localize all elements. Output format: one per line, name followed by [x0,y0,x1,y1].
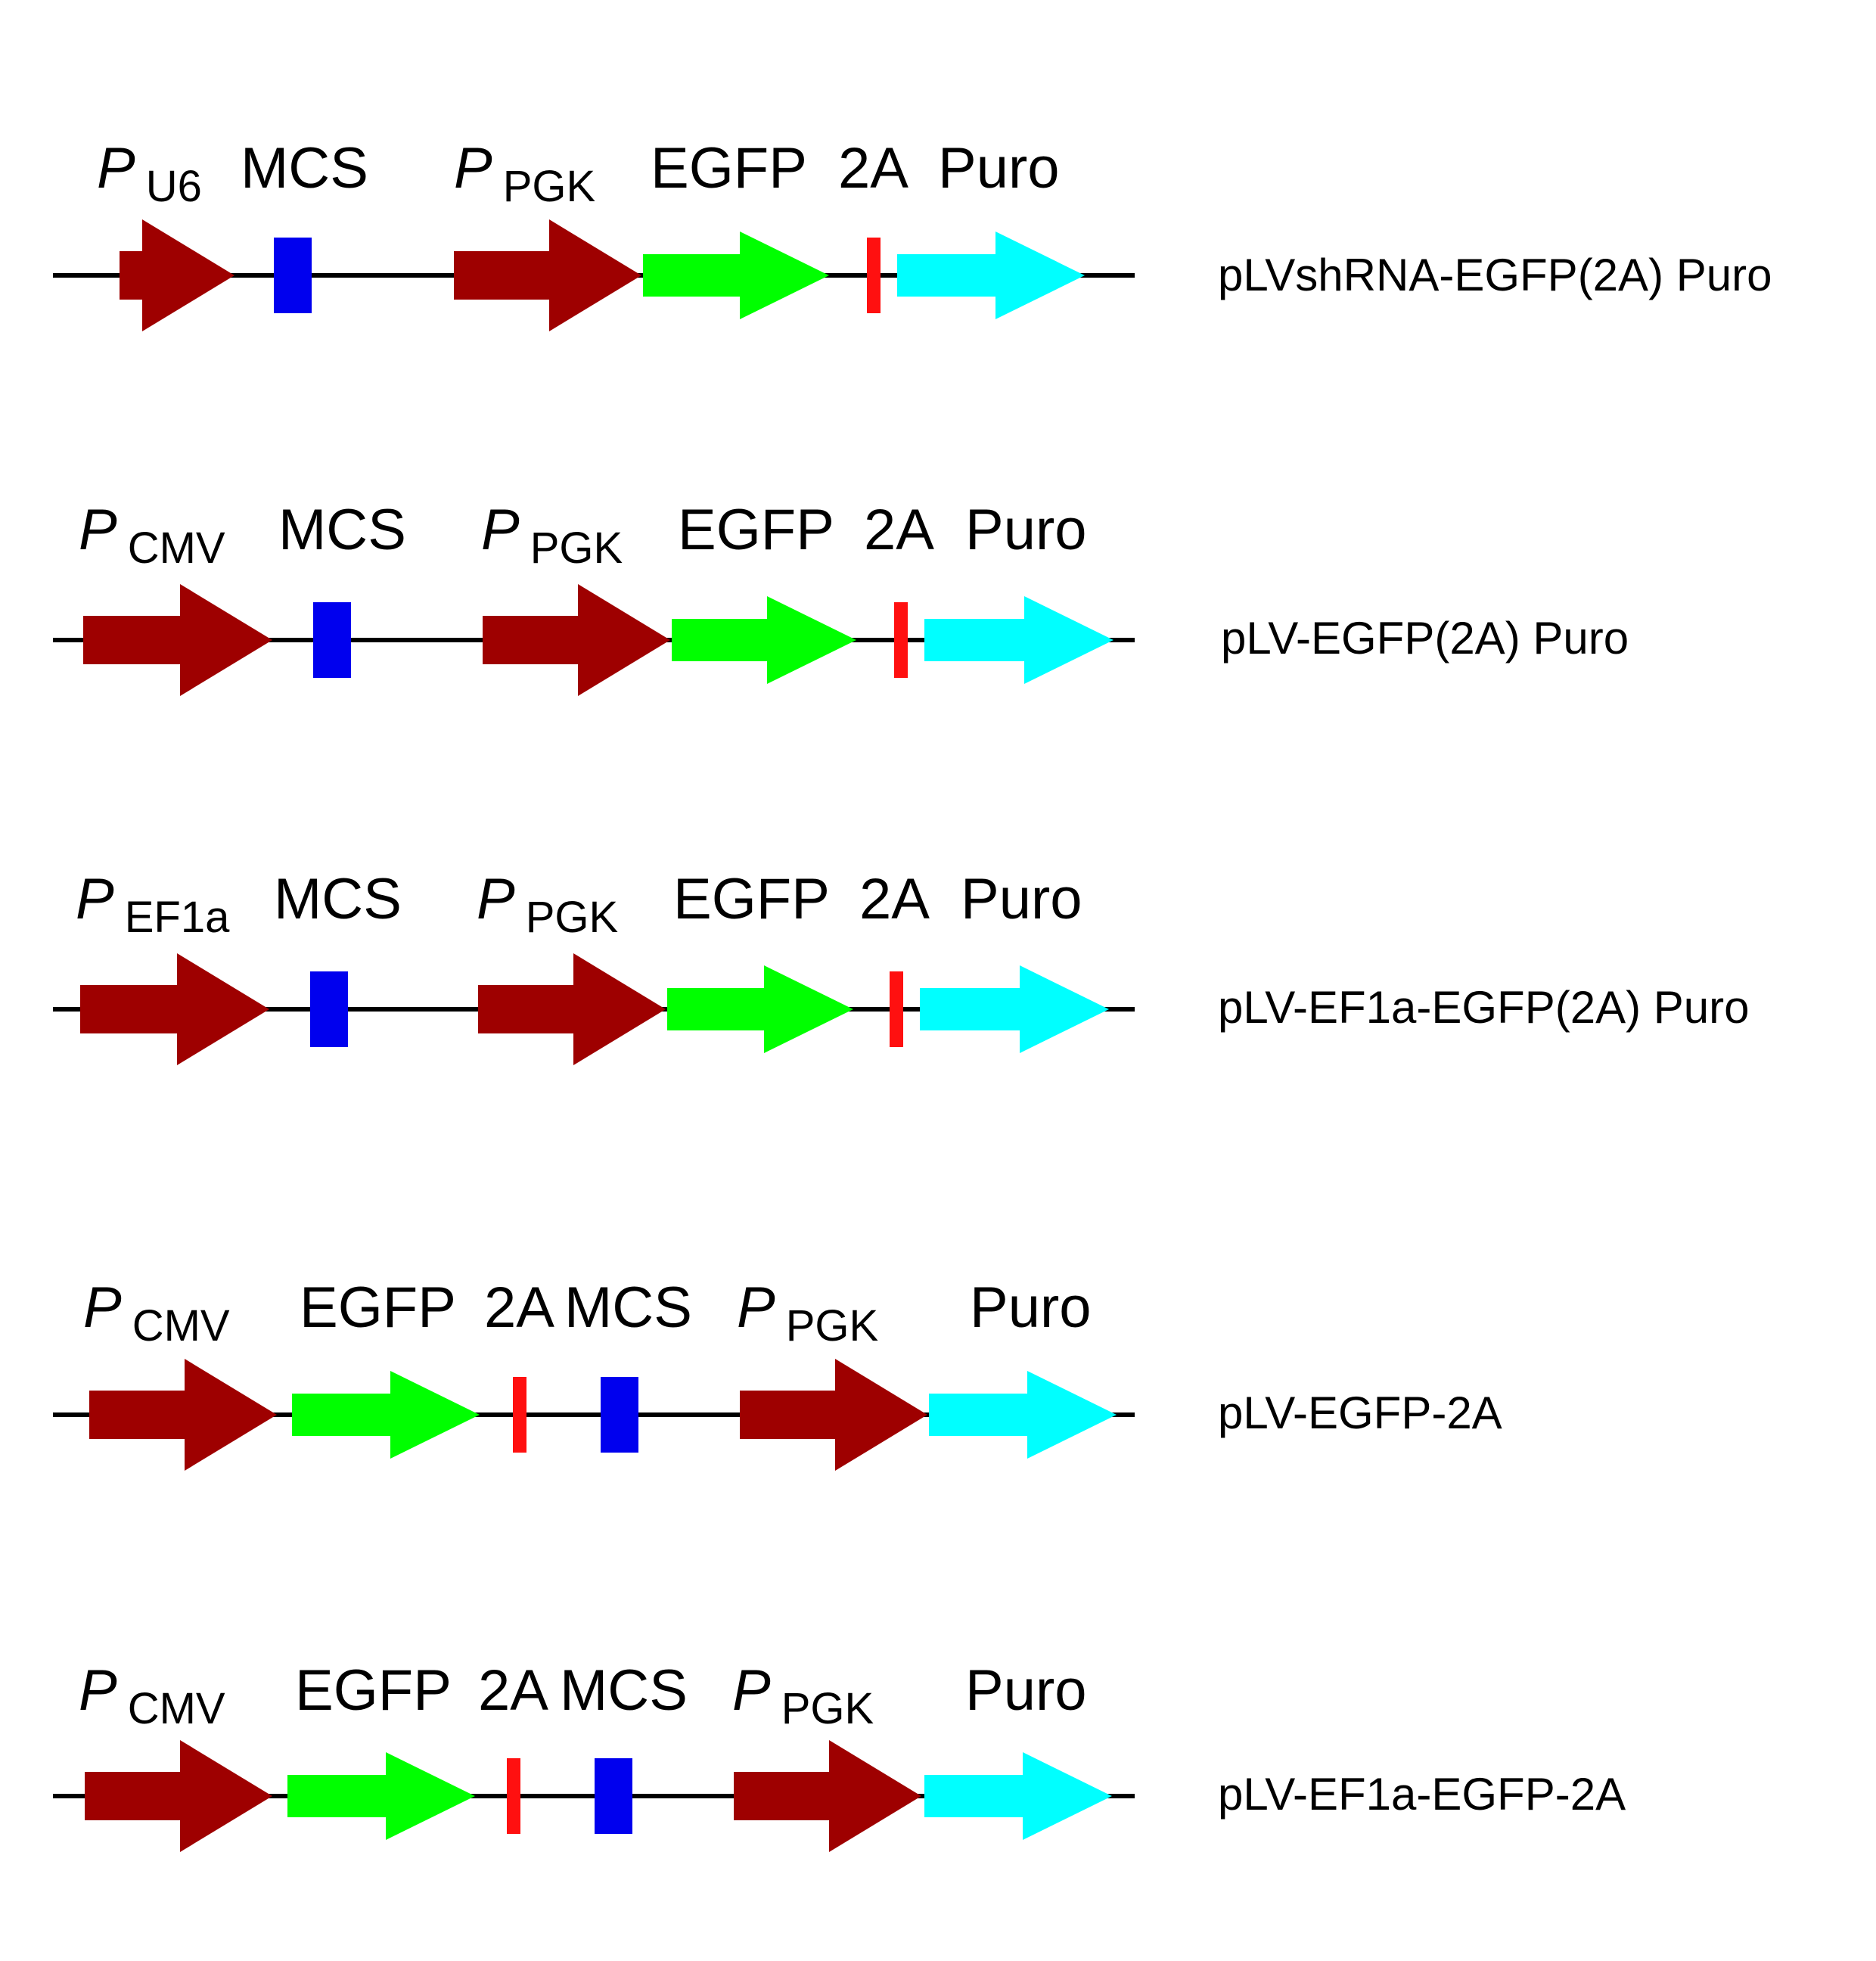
two-a-marker [890,971,903,1047]
puro-arrow [924,1752,1112,1840]
feature-label: 2A [484,1276,554,1340]
promoter-prefix: P [732,1658,771,1723]
egfp-arrow [672,596,856,684]
mcs-box [274,238,312,313]
promoter-subscript: PGK [781,1684,874,1733]
feature-label: Puro [965,1658,1087,1723]
construct-name: pLV-EGFP(2A) Puro [1221,613,1629,664]
feature-label: EGFP [678,498,834,562]
promoter-subscript: CMV [128,1684,225,1733]
promoter-arrow [120,219,234,331]
promoter-subscript: CMV [132,1301,230,1350]
two-a-marker [513,1377,526,1453]
feature-label: EGFP [295,1658,452,1723]
promoter-arrow [478,953,666,1065]
promoter-arrow [83,584,272,696]
puro-arrow [929,1371,1117,1459]
feature-label: Puro [970,1276,1092,1340]
feature-label: Puro [938,136,1060,200]
two-a-marker [867,238,881,313]
promoter-arrow [483,584,670,696]
promoter-prefix: P [97,136,135,200]
promoter-prefix: P [83,1276,122,1340]
promoter-subscript: CMV [128,524,225,573]
promoter-arrow [454,219,641,331]
promoter-arrow [734,1740,921,1852]
promoter-arrow [89,1359,277,1471]
mcs-box [595,1758,632,1834]
promoter-prefix: P [737,1276,775,1340]
two-a-marker [507,1758,520,1834]
promoter-prefix: P [481,498,520,562]
promoter-prefix: P [79,498,117,562]
promoter-subscript: EF1a [125,893,230,942]
construct-name: pLV-EF1a-EGFP(2A) Puro [1218,982,1749,1033]
egfp-arrow [643,232,829,319]
promoter-arrow [740,1359,927,1471]
feature-label: Puro [965,498,1087,562]
promoter-prefix: P [477,867,515,931]
feature-label: 2A [478,1658,548,1723]
construct-name: pLV-EF1a-EGFP-2A [1218,1769,1626,1820]
feature-label: MCS [564,1276,692,1340]
feature-label: 2A [864,498,934,562]
construct-name: pLV-EGFP-2A [1218,1388,1502,1438]
promoter-prefix: P [76,867,114,931]
promoter-prefix: P [454,136,492,200]
promoter-subscript: PGK [503,162,596,211]
feature-label: EGFP [673,867,830,931]
puro-arrow [897,232,1085,319]
promoter-arrow [85,1740,272,1852]
feature-label: MCS [560,1658,688,1723]
construct-name: pLVshRNA-EGFP(2A) Puro [1218,250,1772,300]
feature-label: Puro [961,867,1082,931]
promoter-arrow [80,953,269,1065]
feature-label: MCS [241,136,368,200]
two-a-marker [894,602,908,678]
feature-label: EGFP [300,1276,456,1340]
feature-label: 2A [859,867,930,931]
egfp-arrow [292,1371,480,1459]
mcs-box [310,971,348,1047]
puro-arrow [920,965,1109,1053]
mcs-box [601,1377,638,1453]
feature-label: MCS [278,498,406,562]
puro-arrow [924,596,1113,684]
promoter-prefix: P [79,1658,117,1723]
feature-label: 2A [838,136,908,200]
feature-label: MCS [274,867,402,931]
promoter-subscript: U6 [146,162,202,211]
feature-label: EGFP [651,136,807,200]
egfp-arrow [667,965,853,1053]
promoter-subscript: PGK [530,524,623,573]
promoter-subscript: PGK [526,893,619,942]
promoter-subscript: PGK [786,1301,879,1350]
mcs-box [313,602,351,678]
egfp-arrow [287,1752,475,1840]
